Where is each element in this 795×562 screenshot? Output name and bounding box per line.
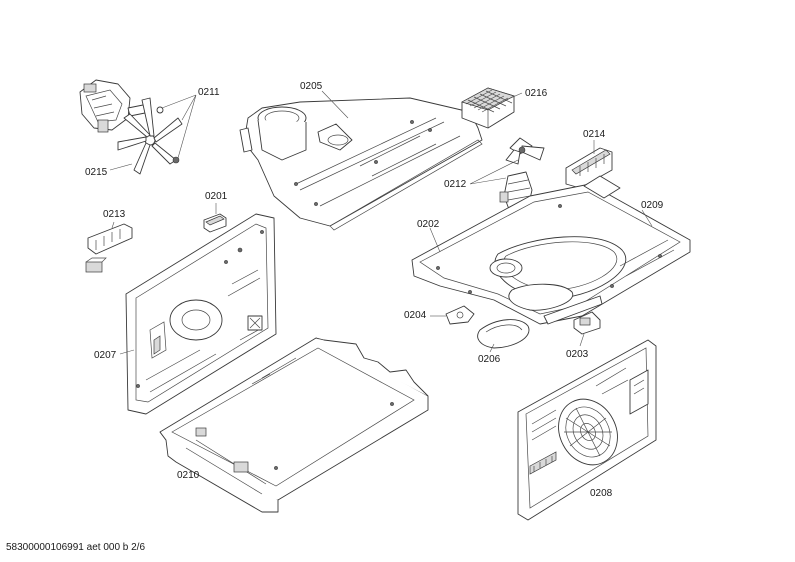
- label-0204: 0204: [404, 310, 427, 321]
- housing-top-plate: [411, 175, 691, 325]
- leader-0209: [641, 209, 653, 227]
- bracket: [445, 305, 475, 325]
- label-0207: 0207: [94, 350, 117, 361]
- leader-0212: [469, 159, 519, 185]
- label-0212: 0212: [444, 179, 467, 190]
- air-duct-cover: [239, 97, 483, 231]
- label-0209: 0209: [641, 200, 664, 211]
- leader-0215: [109, 163, 133, 171]
- label-0214: 0214: [583, 129, 606, 140]
- latch: [573, 311, 601, 335]
- label-0205: 0205: [300, 81, 323, 92]
- terminal-block: [565, 147, 613, 189]
- bottom-tray: [159, 337, 429, 513]
- fan-motor-assembly: [79, 79, 164, 133]
- leader-0205: [321, 90, 349, 119]
- front-cavity-panel: [517, 339, 657, 521]
- rear-panel: [125, 213, 277, 415]
- leader-0206: [489, 343, 495, 353]
- label-0215: 0215: [85, 167, 108, 178]
- grease-filter-grid: [461, 87, 515, 129]
- label-0208: 0208: [590, 488, 613, 499]
- document-footer-code: 58300000106991 aet 000 b 2/6: [6, 542, 146, 553]
- label-0202: 0202: [417, 219, 440, 230]
- connector-strip: [85, 223, 133, 273]
- switch-block: [203, 213, 227, 233]
- leader-0207: [119, 349, 135, 355]
- label-0216: 0216: [525, 88, 548, 99]
- leader-0211: [161, 94, 197, 159]
- label-0211: 0211: [198, 87, 220, 98]
- leader-0203: [579, 333, 585, 347]
- duct-piece: [477, 319, 530, 349]
- label-0206: 0206: [478, 354, 501, 365]
- leader-0213: [111, 221, 115, 229]
- leader-0216: [505, 92, 523, 101]
- fan-impeller: [117, 97, 183, 175]
- label-0203: 0203: [566, 349, 589, 360]
- label-0213: 0213: [103, 209, 126, 220]
- leader-0202: [429, 227, 441, 253]
- label-0201: 0201: [205, 191, 228, 202]
- label-0210: 0210: [177, 470, 200, 481]
